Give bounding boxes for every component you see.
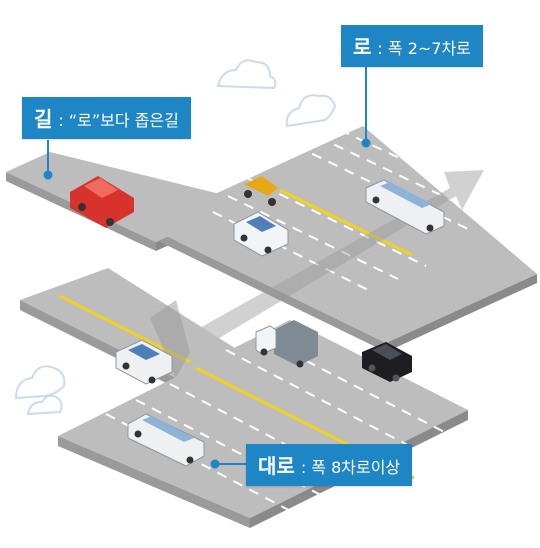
ro-term: 로 <box>353 35 372 59</box>
black-suv-icon <box>362 342 412 382</box>
limousine-icon <box>127 413 205 467</box>
red-car-icon <box>70 176 134 228</box>
daero-label: 대로 : 폭 8차로이상 <box>246 444 413 486</box>
ro-road <box>158 126 537 343</box>
cloud-icon <box>14 365 66 416</box>
white-car-icon <box>115 339 173 385</box>
gil-leader-dot <box>43 170 53 180</box>
gil-description: : “로”보다 좁은길 <box>58 111 179 130</box>
cloud-icon <box>285 94 337 128</box>
limousine-icon <box>365 179 445 235</box>
daero-leader-dot <box>210 459 220 469</box>
ro-description: : 폭 2~7차로 <box>377 39 471 58</box>
white-car-icon <box>233 211 289 257</box>
cloud-icon <box>216 59 277 90</box>
gil-label: 길 : “로”보다 좁은길 <box>22 97 191 139</box>
ro-leader-dot <box>361 138 371 148</box>
daero-description: : 폭 8차로이상 <box>300 458 401 477</box>
truck-icon <box>255 320 318 368</box>
daero-term: 대로 <box>258 454 295 478</box>
motorcycle-icon <box>244 176 278 206</box>
gil-term: 길 <box>34 107 53 131</box>
ro-label: 로 : 폭 2~7차로 <box>341 25 483 67</box>
